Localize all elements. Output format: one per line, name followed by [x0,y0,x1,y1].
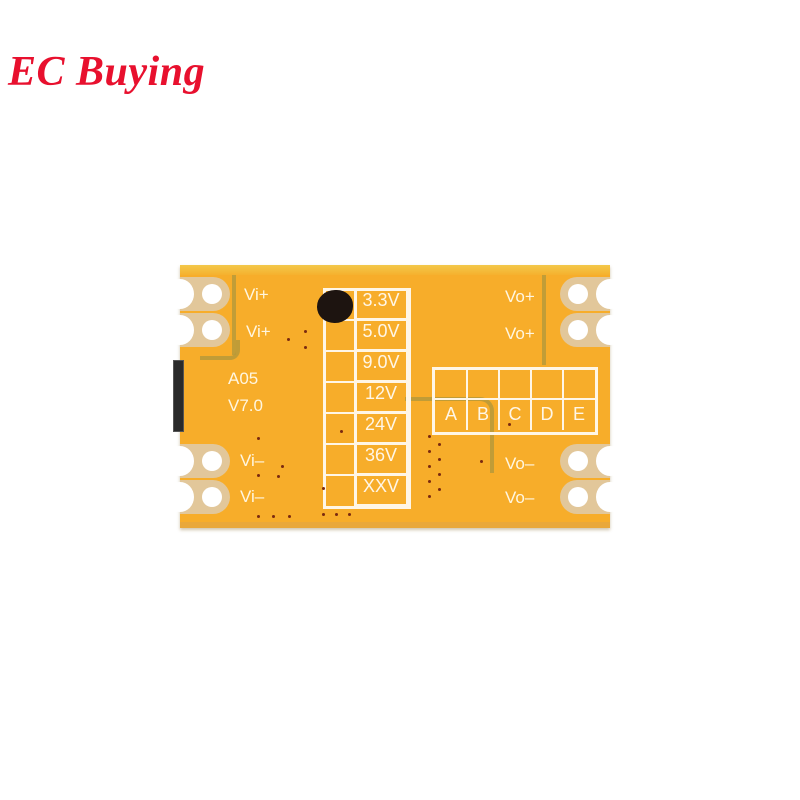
pad-vo-minus-2 [560,480,624,514]
pad-vo-minus-1 [560,444,624,478]
jumper-c: C [508,404,522,424]
jumper-b: B [476,404,489,424]
trace-right-top [542,275,546,365]
voltage-cell-xxv: XXV [354,474,408,506]
pad-vo-plus-2 [560,313,624,347]
brand-logo: EC Buying [8,49,206,95]
side-connector [173,360,184,432]
jumper-e: E [572,404,585,424]
pad-vi-minus-1 [166,444,230,478]
jumper-grid [432,367,598,435]
label-vi-plus-2: Vi+ [246,322,271,341]
pad-vi-plus-1 [166,277,230,311]
voltage-cell-5v0: 5.0V [354,319,408,351]
label-vo-minus-1: Vo– [505,454,535,473]
label-vo-plus-1: Vo+ [505,287,535,306]
voltage-cell-9v0: 9.0V [354,350,408,382]
solder-blob [317,290,353,323]
voltage-cell-24v: 24V [354,412,408,444]
model-label: A05 [228,369,259,388]
version-label: V7.0 [228,396,263,415]
voltage-cell-36v: 36V [354,443,408,475]
pad-vo-plus-1 [560,277,624,311]
jumper-a: A [444,404,457,424]
trace-left-top [232,275,236,355]
voltage-cell-12v: 12V [354,381,408,413]
board-edge-top [180,265,610,275]
voltage-cell-3v3: 3.3V [354,288,408,320]
pcb-board: Vi+ Vi+ Vi– Vi– Vo+ Vo+ Vo– Vo– A05 V7.0… [166,265,624,528]
board-edge-bottom [180,522,610,528]
label-vi-minus-1: Vi– [240,451,265,470]
jumper-d: D [540,404,554,424]
pad-vi-plus-2 [166,313,230,347]
trace-left-corner [200,340,240,360]
label-vo-plus-2: Vo+ [505,324,535,343]
label-vo-minus-2: Vo– [505,488,535,507]
label-vi-minus-2: Vi– [240,487,265,506]
pad-vi-minus-2 [166,480,230,514]
label-vi-plus-1: Vi+ [244,285,269,304]
